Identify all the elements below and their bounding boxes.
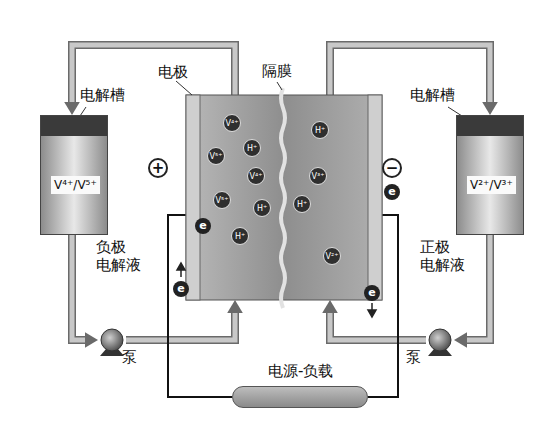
node-label: 泵: [406, 348, 421, 366]
ion-mark: H⁺: [231, 227, 249, 245]
ion-mark: V⁵⁺: [207, 147, 225, 165]
leader-line: [80, 81, 462, 116]
pump: 泵: [426, 326, 454, 354]
electrolyte-tank: V²⁺/V³⁺: [456, 115, 524, 235]
pipe-connector: [72, 235, 98, 348]
ion-mark: H⁺: [311, 121, 329, 139]
part-label: 负极 电解液: [96, 238, 143, 274]
ion-mark: V⁵⁺: [213, 191, 231, 209]
node-label: 电极: [158, 63, 188, 81]
node-label: V²⁺/V³⁺: [467, 176, 516, 194]
electron-mark: e: [195, 218, 211, 234]
ion-mark: V²⁺: [323, 247, 341, 265]
pipe-connector: [322, 300, 426, 340]
terminal-sign: −: [382, 158, 402, 178]
electrolyte-tank: V⁴⁺/V⁵⁺: [40, 115, 108, 235]
node-label: 泵: [122, 348, 137, 366]
ion-mark: V⁴⁺: [247, 167, 265, 185]
node-label: 电源-负载: [268, 362, 333, 380]
part-label: 电解槽: [410, 86, 455, 104]
ion-mark: H⁺: [243, 139, 261, 157]
ion-mark: H⁺: [293, 195, 311, 213]
electron-mark: e: [364, 285, 380, 301]
ion-mark: H⁺: [253, 199, 271, 217]
ion-mark: V³⁺: [309, 167, 327, 185]
node-label: V⁴⁺/V⁵⁺: [51, 176, 100, 194]
pipe-connector: [454, 235, 490, 348]
part-label: 隔膜: [262, 62, 292, 80]
pump-symbol: [100, 329, 452, 356]
part-label: 正极 电解液: [420, 238, 467, 274]
power-load: 电源-负载: [232, 386, 368, 408]
membrane: [281, 88, 285, 308]
pump: 泵: [98, 326, 126, 354]
electron-arrow: [177, 263, 376, 317]
electron-mark: e: [173, 281, 189, 297]
ion-mark: V⁴⁺: [223, 114, 241, 132]
terminal-sign: +: [148, 158, 168, 178]
electron-mark: e: [384, 184, 400, 200]
part-label: 电解槽: [80, 86, 125, 104]
pipe-connector: [126, 300, 243, 340]
